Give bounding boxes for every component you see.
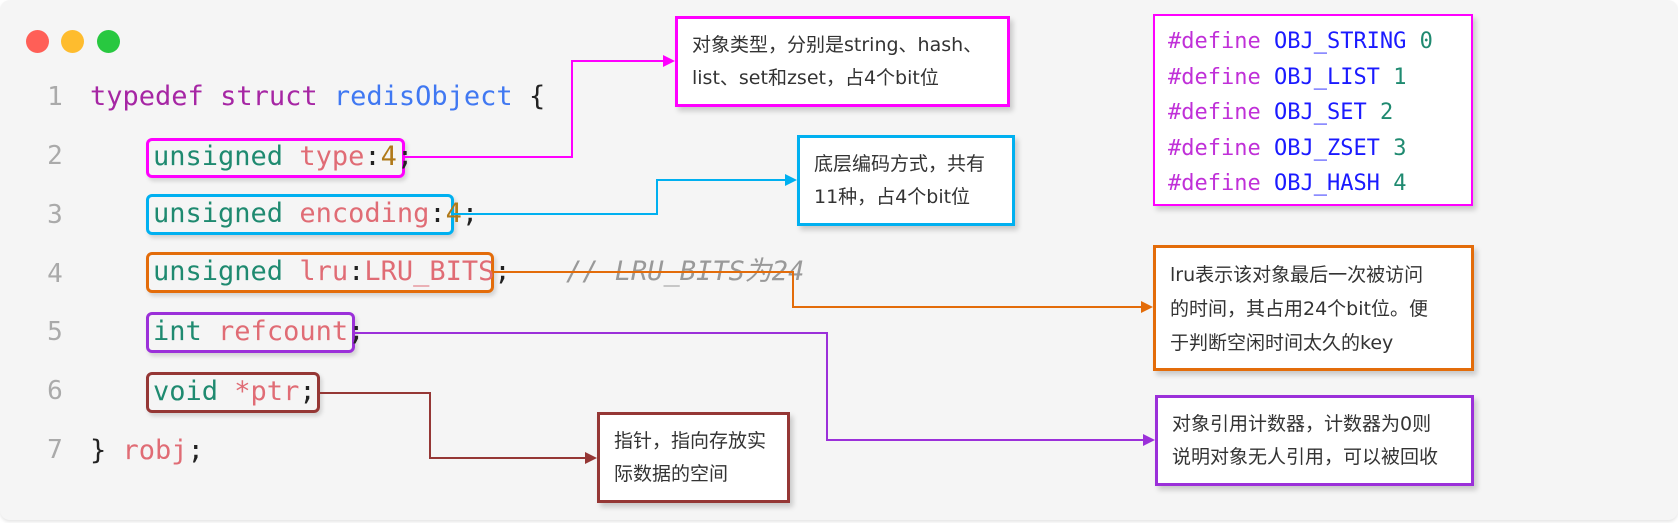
colon: : (364, 141, 381, 172)
lru-connector (494, 271, 1143, 308)
object-type-defines: #define OBJ_STRING 0#define OBJ_LIST 1#d… (1153, 14, 1473, 206)
refcount-highlight (146, 312, 355, 353)
type-connector (405, 60, 665, 158)
define-name: OBJ_ZSET (1273, 135, 1380, 161)
arrow-icon (1143, 434, 1155, 446)
define-name: OBJ_STRING (1273, 29, 1407, 54)
field: refcount (218, 316, 349, 347)
keyword: typedef (90, 81, 204, 112)
code-line-1: typedef struct redisObject { (90, 80, 545, 114)
maximize-button[interactable] (97, 30, 120, 53)
brace: } (90, 435, 107, 466)
brace: { (528, 81, 546, 112)
define-line: #define OBJ_HASH 4 (1168, 166, 1471, 202)
semicolon: ; (348, 316, 365, 347)
lru-highlight (146, 252, 494, 293)
encoding-connector (454, 179, 787, 215)
define-keyword: #define (1168, 29, 1261, 54)
code-line-2: unsigned type:4; (153, 140, 413, 174)
bits: LRU_BITS (364, 256, 495, 287)
colon: : (348, 256, 365, 287)
type: int (153, 316, 202, 347)
close-button[interactable] (26, 30, 49, 53)
define-keyword: #define (1168, 100, 1261, 125)
encoding-note: 底层编码方式，共有 11种，占4个bit位 (797, 135, 1015, 226)
typedef-name: robj (122, 435, 188, 466)
define-line: #define OBJ_STRING 0 (1168, 24, 1471, 60)
note-line: 说明对象无人引用，可以被回收 (1172, 446, 1439, 468)
arrow-icon (585, 452, 597, 464)
keyword: struct (220, 81, 318, 112)
define-keyword: #define (1168, 135, 1261, 161)
line-number: 4 (47, 259, 63, 289)
line-number: 5 (47, 317, 63, 347)
type: unsigned (153, 198, 284, 229)
define-line: #define OBJ_LIST 1 (1168, 60, 1471, 96)
bits: 4 (380, 141, 397, 172)
define-keyword: #define (1168, 64, 1261, 90)
note-line: 对象类型，分别是string、hash、 (692, 34, 983, 56)
note-line: 指针，指向存放实 (614, 430, 767, 452)
arrow-icon (663, 55, 675, 67)
field: encoding (299, 198, 430, 229)
ptr-highlight (146, 372, 320, 413)
refcount-connector (355, 332, 1145, 441)
type: unsigned (153, 141, 284, 172)
ptr-connector (320, 392, 587, 459)
note-line: 的时间，其占用24个bit位。便 (1170, 298, 1428, 320)
define-name: OBJ_LIST (1273, 64, 1380, 90)
encoding-highlight (146, 194, 454, 235)
arrow-icon (1141, 301, 1153, 313)
define-value: 0 (1419, 29, 1433, 54)
semicolon: ; (299, 376, 316, 407)
ptr-note: 指针，指向存放实际数据的空间 (597, 412, 790, 503)
define-line: #define OBJ_ZSET 3 (1168, 131, 1471, 167)
arrow-icon (785, 174, 797, 186)
lru-note: lru表示该对象最后一次被访问的时间，其占用24个bit位。便于判断空闲时间太久… (1153, 245, 1474, 371)
define-name: OBJ_HASH (1273, 171, 1380, 196)
struct-name: redisObject (333, 81, 513, 112)
note-line: 于判断空闲时间太久的key (1170, 332, 1394, 354)
define-value: 1 (1393, 64, 1407, 90)
field: lru (299, 256, 349, 287)
note-line: list、set和zset，占4个bit位 (692, 67, 939, 89)
type-note: 对象类型，分别是string、hash、 list、set和zset，占4个bit… (675, 16, 1010, 107)
type: void (153, 376, 219, 407)
line-number: 3 (47, 200, 63, 230)
refcount-note: 对象引用计数器，计数器为0则说明对象无人引用，可以被回收 (1155, 395, 1474, 486)
code-line-5: int refcount; (153, 315, 364, 349)
line-number: 2 (47, 141, 63, 171)
field: type (299, 141, 365, 172)
line-number: 6 (47, 376, 63, 406)
type-highlight (146, 138, 405, 178)
field: *ptr (234, 376, 300, 407)
define-name: OBJ_SET (1273, 100, 1367, 125)
note-line: 对象引用计数器，计数器为0则 (1172, 413, 1432, 435)
line-number: 1 (47, 82, 63, 112)
define-value: 3 (1393, 135, 1407, 161)
note-line: 际数据的空间 (614, 463, 729, 485)
note-line: lru表示该对象最后一次被访问 (1170, 264, 1424, 286)
line-number: 7 (47, 435, 63, 465)
define-line: #define OBJ_SET 2 (1168, 95, 1471, 131)
bits: 4 (445, 198, 462, 229)
code-line-7: } robj; (90, 434, 204, 468)
define-value: 4 (1393, 171, 1407, 196)
code-line-4: unsigned lru:LRU_BITS; (153, 255, 511, 289)
code-line-6: void *ptr; (153, 375, 316, 409)
note-line: 11种，占4个bit位 (814, 186, 971, 208)
minimize-button[interactable] (61, 30, 84, 53)
note-line: 底层编码方式，共有 (814, 153, 986, 175)
semicolon: ; (187, 435, 204, 466)
colon: : (429, 198, 446, 229)
define-keyword: #define (1168, 171, 1261, 196)
type: unsigned (153, 256, 284, 287)
define-value: 2 (1379, 100, 1394, 125)
